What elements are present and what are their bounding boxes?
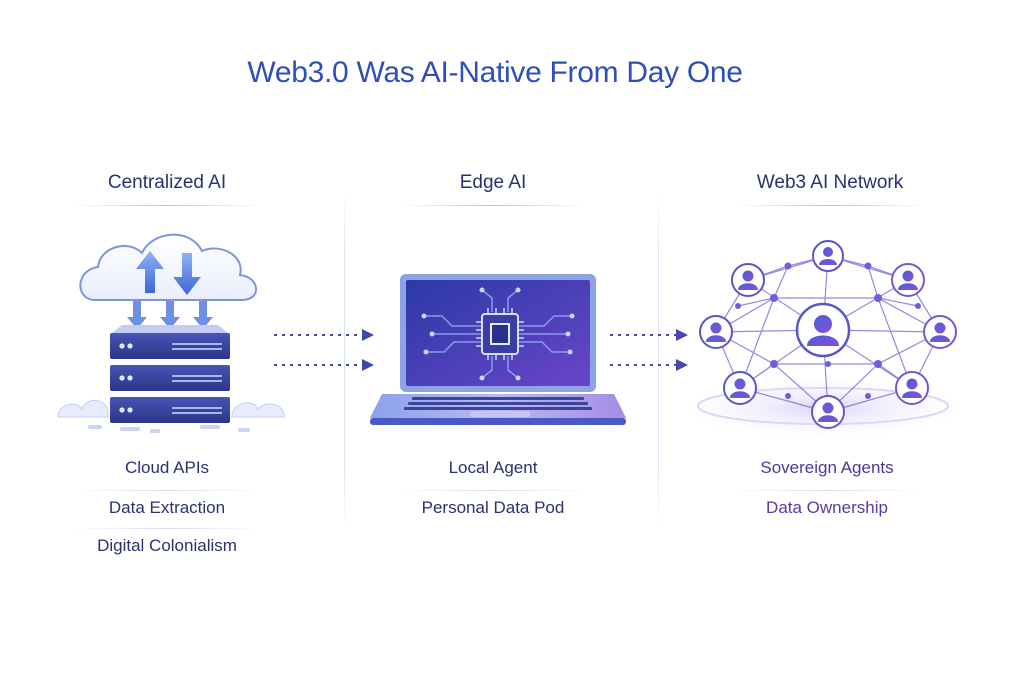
column-divider — [658, 190, 659, 530]
caption-divider — [398, 490, 588, 491]
heading-rule — [735, 205, 925, 206]
caption-cloud-apis: Cloud APIs — [124, 458, 210, 477]
column-heading-web3: Web3 AI Network — [756, 172, 904, 193]
heading-rule — [72, 205, 262, 206]
caption-data-extraction: Data Extraction — [108, 498, 226, 517]
caption-digital-colonialism: Digital Colonialism — [97, 536, 237, 555]
column-heading-edge: Edge AI — [459, 172, 527, 193]
caption-divider — [72, 490, 262, 491]
dotted-arrow-icon — [274, 329, 374, 371]
caption-local-agent: Local Agent — [448, 458, 538, 477]
caption-personal-data-pod: Personal Data Pod — [421, 498, 565, 517]
laptop-chip-icon — [370, 274, 626, 425]
column-heading-centralized: Centralized AI — [107, 172, 227, 193]
caption-data-ownership: Data Ownership — [766, 498, 888, 517]
caption-divider — [732, 490, 922, 491]
page-title: Web3.0 Was AI-Native From Day One — [247, 56, 743, 89]
column-divider — [344, 190, 345, 530]
cloud-server-icon — [57, 233, 285, 433]
mesh-network-icon — [683, 240, 963, 438]
caption-sovereign-agents: Sovereign Agents — [760, 458, 894, 477]
dotted-arrow-icon — [610, 329, 688, 371]
heading-rule — [398, 205, 588, 206]
caption-divider — [72, 528, 262, 529]
